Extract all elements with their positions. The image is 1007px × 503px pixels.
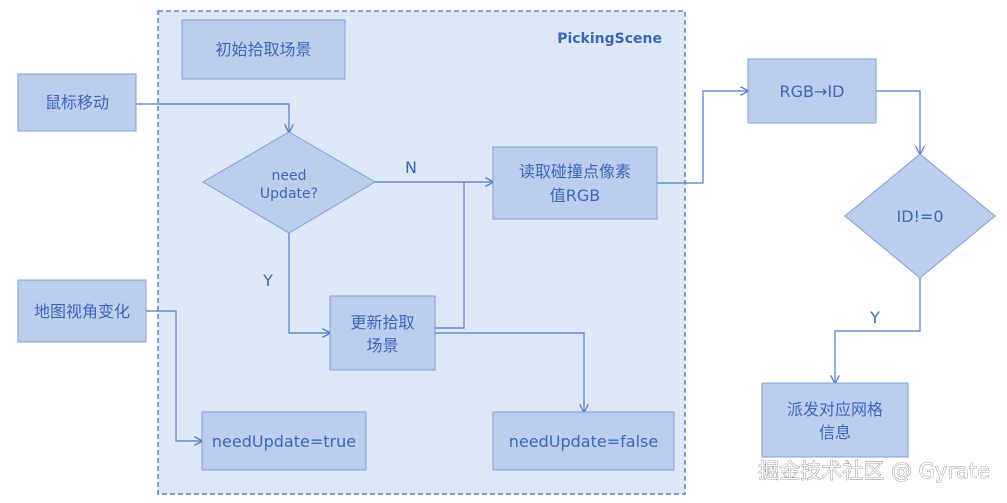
node-set-true: needUpdate=true [201, 411, 367, 471]
edge-updatescene-to-readpixel [435, 182, 465, 329]
node-mouse-move-label: 鼠标移动 [45, 93, 109, 112]
node-view-change-label: 地图视角变化 [34, 302, 130, 321]
node-set-false-label: needUpdate=false [509, 432, 658, 451]
node-read-pixel-line1: 读取碰撞点像素 [519, 162, 631, 181]
edge-label-yes-dispatch: Y [869, 308, 880, 327]
node-update-scene-line1: 更新拾取 [350, 313, 414, 332]
node-need-update: need Update? [202, 131, 376, 234]
edge-idcheck-to-dispatch [835, 278, 921, 383]
node-dispatch: 派发对应网格 信息 [761, 382, 909, 458]
node-update-scene: 更新拾取 场景 [329, 295, 436, 371]
edge-rgbtoid-to-idcheck [876, 90, 920, 154]
edge-mouse-to-needupdate [136, 103, 289, 132]
node-rgb-to-id-label: RGB→ID [780, 82, 845, 101]
node-mouse-move: 鼠标移动 [17, 73, 137, 132]
edge-updatescene-to-setfalse [435, 332, 584, 412]
node-init-scene: 初始拾取场景 [181, 19, 346, 80]
node-view-change: 地图视角变化 [17, 279, 147, 343]
edge-label-yes-update: Y [262, 271, 273, 290]
node-init-scene-label: 初始拾取场景 [215, 40, 311, 59]
node-set-false: needUpdate=false [492, 411, 675, 471]
node-need-update-line2: Update? [260, 186, 318, 202]
edge-label-no: N [405, 158, 417, 177]
node-dispatch-line2: 信息 [819, 423, 851, 442]
node-set-true-label: needUpdate=true [212, 432, 356, 451]
node-update-scene-line2: 场景 [366, 336, 398, 355]
node-need-update-line1: need [272, 168, 307, 184]
node-id-check: ID!=0 [844, 153, 996, 279]
node-dispatch-line1: 派发对应网格 [787, 400, 883, 419]
watermark: 掘金技术社区 @ Gyrate [758, 459, 990, 483]
node-read-pixel: 读取碰撞点像素 值RGB [492, 146, 658, 220]
node-read-pixel-line2: 值RGB [550, 186, 601, 205]
picking-scene-label: PickingScene [557, 31, 662, 47]
edge-needupdate-to-updatescene [288, 233, 330, 333]
node-id-check-label: ID!=0 [896, 207, 943, 226]
edge-readpixel-to-rgbtoid [657, 91, 748, 184]
edge-viewchange-to-settrue [146, 310, 202, 441]
node-rgb-to-id: RGB→ID [747, 58, 877, 124]
